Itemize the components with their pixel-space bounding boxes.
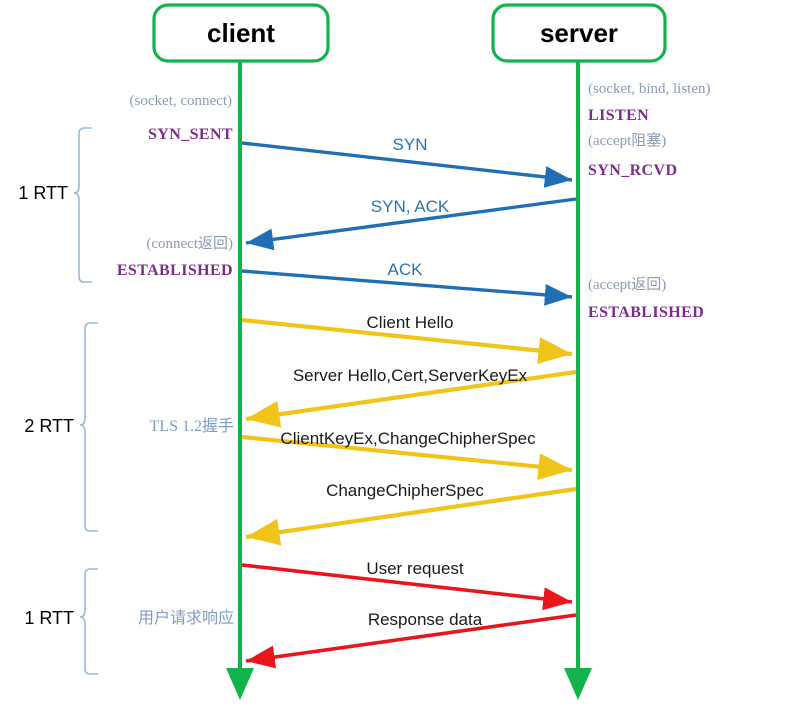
label-msg-syn-ack: SYN, ACK bbox=[371, 197, 450, 216]
server-state-listen: LISTEN bbox=[588, 107, 649, 124]
label-msg-change-cipher: ChangeChipherSpec bbox=[326, 481, 484, 500]
label-msg-response-data: Response data bbox=[368, 610, 483, 629]
arrow-msg-user-request bbox=[241, 563, 573, 611]
client-note-socket-connect: (socket, connect) bbox=[130, 93, 232, 109]
rtt-label-tls: 2 RTT bbox=[24, 416, 74, 436]
client-state-established: ESTABLISHED bbox=[117, 262, 233, 279]
arrow-msg-server-hello bbox=[245, 369, 577, 428]
group-label-tls: TLS 1.2握手 bbox=[150, 417, 234, 435]
label-msg-user-request: User request bbox=[366, 559, 464, 578]
server-state-established: ESTABLISHED bbox=[588, 304, 704, 321]
client-state-syn-sent: SYN_SENT bbox=[148, 126, 233, 143]
label-msg-client-keyex: ClientKeyEx,ChangeChipherSpec bbox=[280, 429, 536, 448]
server-state-syn-rcvd: SYN_RCVD bbox=[588, 162, 677, 179]
bracket-rtt-http bbox=[79, 568, 98, 675]
actor-label-client: client bbox=[207, 18, 275, 48]
arrow-msg-response-data bbox=[245, 613, 577, 669]
actor-label-server: server bbox=[540, 18, 618, 48]
arrow-msg-client-keyex bbox=[241, 434, 573, 481]
bracket-rtt-tls bbox=[79, 322, 98, 532]
actor-box-client[interactable] bbox=[152, 3, 330, 63]
label-msg-client-hello: Client Hello bbox=[367, 313, 454, 332]
client-note-connect-return: (connect返回) bbox=[146, 235, 233, 252]
label-msg-syn: SYN bbox=[393, 135, 428, 154]
arrow-msg-change-cipher bbox=[245, 486, 577, 546]
server-note-accept-return: (accept返回) bbox=[588, 276, 666, 293]
group-label-http: 用户请求响应 bbox=[138, 608, 234, 627]
server-note-accept-block: (accept阻塞) bbox=[588, 131, 666, 149]
arrow-msg-syn-ack bbox=[245, 197, 577, 251]
actor-box-server[interactable] bbox=[491, 3, 667, 63]
arrow-msg-syn bbox=[241, 141, 573, 188]
label-msg-server-hello: Server Hello,Cert,ServerKeyEx bbox=[293, 366, 528, 385]
arrow-msg-client-hello bbox=[241, 317, 573, 364]
rtt-label-http: 1 RTT bbox=[24, 608, 74, 628]
rtt-label-tcp: 1 RTT bbox=[18, 183, 68, 203]
label-msg-ack: ACK bbox=[388, 260, 424, 279]
server-note-socket-bind-listen: (socket, bind, listen) bbox=[588, 81, 710, 97]
arrow-msg-ack bbox=[241, 269, 573, 306]
bracket-rtt-tcp bbox=[73, 127, 92, 283]
